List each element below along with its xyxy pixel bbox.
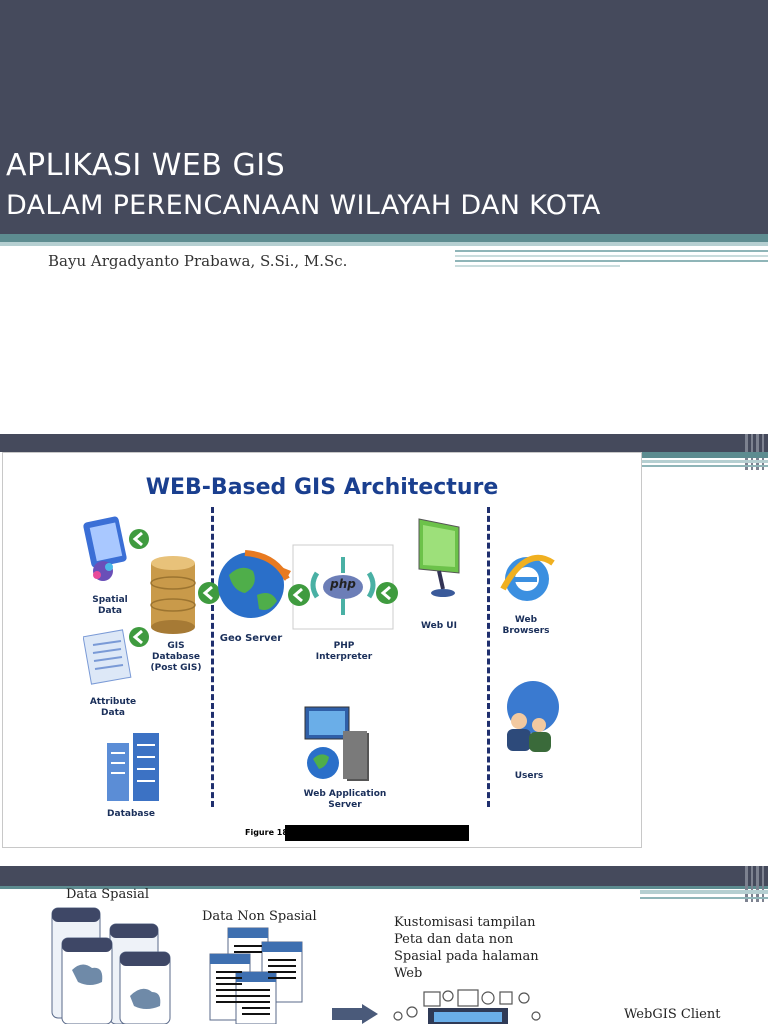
flow-arrow-icon <box>332 1004 378 1024</box>
label-data-spasial: Data Spasial <box>66 887 149 902</box>
label-spatial-data: Spatial Data <box>92 595 128 616</box>
slide3-decor-lines <box>640 866 768 902</box>
label-php-interpreter: PHP Interpreter <box>315 641 373 662</box>
web-customization-icons <box>393 989 541 1024</box>
figure-caption: Figure 18 <box>245 828 288 837</box>
title-band-light <box>0 242 768 246</box>
decor-stripe <box>455 265 620 267</box>
slide3-header-bar <box>0 866 768 886</box>
web-application-server-icon <box>304 706 369 781</box>
globe-icon <box>218 550 291 618</box>
php-logo-text: php <box>330 577 356 591</box>
label-web-browsers: Web Browsers <box>502 615 550 636</box>
slide2-decor-lines <box>640 434 768 470</box>
php-interpreter-diagram <box>288 544 398 630</box>
author-name: Bayu Argadyanto Prabawa, S.Si., M.Sc. <box>48 252 348 270</box>
label-web-application-server: Web Application Server <box>303 789 387 810</box>
architecture-figure: WEB-Based GIS Architecture Spatial Data … <box>2 452 642 848</box>
divider-line <box>211 507 214 807</box>
slide3-band <box>0 886 768 889</box>
slide2-header-bar <box>0 434 768 452</box>
label-database: Database <box>107 809 155 819</box>
database-server-icon <box>107 733 159 801</box>
decor-stripe <box>455 260 768 262</box>
arrow-left-icon <box>198 582 220 604</box>
attribute-data-icon <box>83 627 149 685</box>
decor-stripe <box>455 255 768 257</box>
label-web-ui: Web UI <box>421 621 457 631</box>
label-attribute-data: Attribute Data <box>89 697 137 718</box>
label-webgis-client: WebGIS Client <box>624 1007 721 1022</box>
web-ui-icon <box>418 518 460 597</box>
spatial-data-icon <box>83 516 149 581</box>
web-browser-icon <box>500 554 555 601</box>
figure-title: WEB-Based GIS Architecture <box>145 475 499 500</box>
slide-title: APLIKASI WEB GIS <box>6 148 286 183</box>
decor-stripe <box>455 250 768 252</box>
non-spatial-data-documents-icon <box>209 927 303 1024</box>
slide-subtitle: DALAM PERENCANAAN WILAYAH DAN KOTA <box>6 190 601 221</box>
divider-line <box>487 507 490 807</box>
label-gis-database: GIS Database (Post GIS) <box>150 641 202 673</box>
label-users: Users <box>514 771 544 781</box>
users-icon <box>507 681 559 752</box>
label-kustomisasi: Kustomisasi tampilan Peta dan data non S… <box>394 915 539 981</box>
title-band <box>0 234 768 242</box>
redaction-bar <box>285 825 469 841</box>
label-data-non-spasial: Data Non Spasial <box>202 909 317 924</box>
spatial-data-documents-icon <box>51 907 171 1024</box>
label-geo-server: Geo Server <box>219 633 283 644</box>
title-slide-header <box>0 0 768 234</box>
gis-database-icon <box>150 556 196 634</box>
